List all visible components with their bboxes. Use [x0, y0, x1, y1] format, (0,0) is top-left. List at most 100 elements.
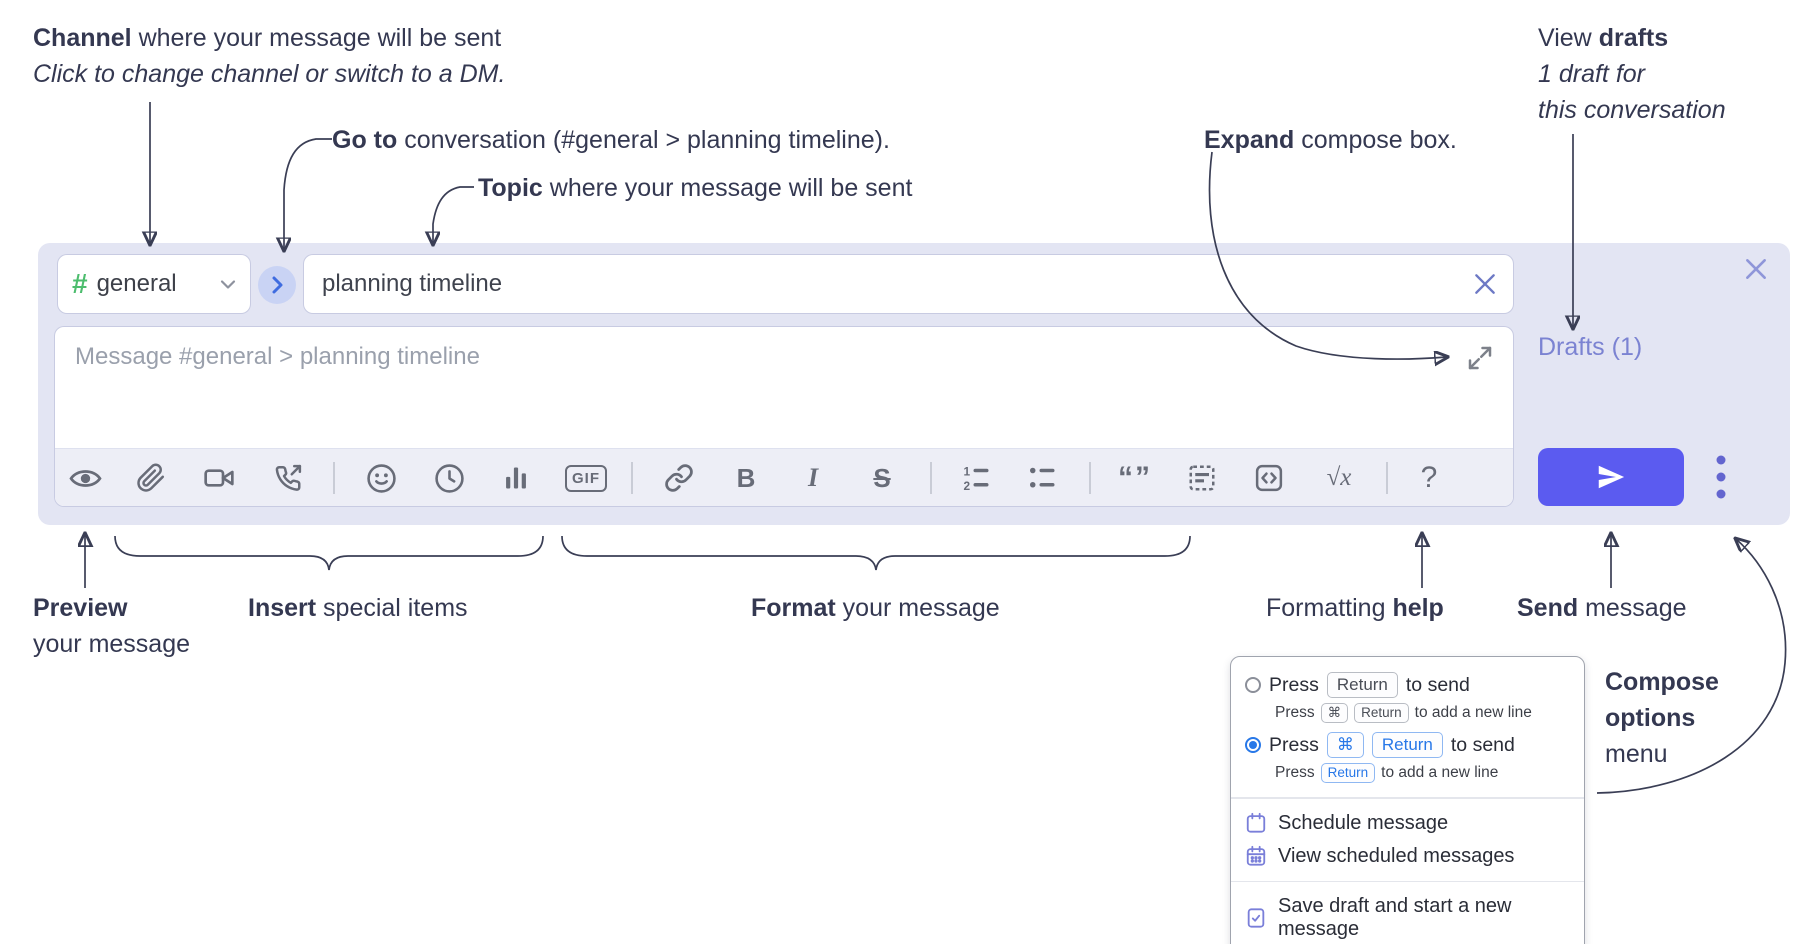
math-button[interactable]: √x	[1317, 456, 1361, 500]
toolbar-divider	[333, 462, 335, 494]
kbd-cmd: ⌘	[1326, 732, 1364, 758]
radio-unselected-icon[interactable]	[1245, 677, 1261, 693]
message-input[interactable]	[55, 327, 1513, 446]
annotation-channel: Channel where your message will be sent …	[33, 20, 505, 92]
radio-selected-icon[interactable]	[1245, 737, 1261, 753]
bar-chart-icon	[506, 467, 526, 489]
annotation-format: Format your message	[751, 594, 1000, 622]
chevron-down-icon	[220, 279, 236, 289]
kbd-return: Return	[1326, 672, 1398, 698]
annotation-topic: Topic where your message will be sent	[478, 174, 913, 202]
toolbar-divider	[930, 462, 932, 494]
global-time-button[interactable]	[427, 456, 471, 500]
code-icon	[1255, 464, 1283, 492]
arrow-topic	[433, 186, 474, 244]
phone-outgoing-icon	[275, 464, 302, 491]
calendar-icon	[1246, 812, 1266, 833]
option-enter-to-send[interactable]: Press Return to send	[1231, 669, 1584, 701]
annotation-channel-rest: where your message will be sent	[131, 24, 502, 52]
attach-file-button[interactable]	[129, 456, 173, 500]
message-formatting-help-button[interactable]: ?	[1407, 456, 1451, 500]
spoiler-button[interactable]	[1180, 456, 1224, 500]
strikethrough-button[interactable]: S	[860, 456, 904, 500]
annotation-view-drafts: View drafts 1 draft for this conversatio…	[1538, 24, 1726, 124]
video-camera-icon	[204, 469, 234, 487]
compose-box: # general	[38, 243, 1790, 525]
calendar-days-icon	[1246, 845, 1266, 866]
strikethrough-icon: S	[873, 462, 891, 493]
annotation-preview: Preview your message	[33, 594, 191, 658]
kbd-return: Return	[1320, 763, 1376, 783]
code-button[interactable]	[1247, 456, 1291, 500]
italic-button[interactable]: I	[791, 456, 835, 500]
voice-call-button[interactable]	[266, 456, 310, 500]
quote-icon: “”	[1118, 461, 1152, 494]
link-icon	[665, 464, 693, 492]
channel-selector[interactable]: # general	[58, 255, 250, 313]
spoiler-icon	[1189, 465, 1215, 491]
arrow-goto	[284, 138, 332, 250]
quote-button[interactable]: “”	[1113, 456, 1157, 500]
compose-options-menu-button[interactable]	[1703, 452, 1739, 502]
topic-input[interactable]	[304, 270, 1457, 298]
annotation-send: Send message	[1517, 594, 1687, 622]
video-call-button[interactable]	[197, 456, 241, 500]
message-area: GIF B I S 12	[55, 327, 1513, 506]
menu-item-save-draft[interactable]: Save draft and start a new message	[1231, 890, 1584, 944]
link-button[interactable]	[657, 456, 701, 500]
insert-brace	[114, 535, 544, 571]
vertical-dots-icon	[1716, 455, 1726, 499]
numbered-list-icon: 12	[964, 465, 989, 493]
annotation-channel-bold: Channel	[33, 24, 132, 52]
poll-button[interactable]	[494, 456, 538, 500]
preview-button[interactable]	[63, 456, 107, 500]
toolbar-divider	[631, 462, 633, 494]
annotation-goto: Go to conversation (#general > planning …	[332, 126, 890, 154]
topic-clear-button[interactable]	[1457, 256, 1513, 312]
clock-icon	[434, 463, 464, 493]
bulleted-list-button[interactable]	[1020, 456, 1064, 500]
bulleted-list-icon	[1030, 467, 1055, 488]
annotation-expand: Expand compose box.	[1204, 126, 1457, 154]
go-to-conversation-button[interactable]	[258, 266, 296, 304]
document-check-icon	[1247, 908, 1265, 928]
bold-button[interactable]: B	[724, 456, 768, 500]
option-enter-to-send-hint: Press ⌘ Return to add a new line	[1275, 703, 1532, 723]
channel-hash-icon: #	[72, 268, 88, 299]
menu-item-schedule-message[interactable]: Schedule message	[1231, 807, 1584, 840]
svg-text:2: 2	[964, 479, 971, 493]
drafts-link[interactable]: Drafts (1)	[1538, 333, 1643, 361]
option-cmd-enter-to-send-hint: Press Return to add a new line	[1275, 763, 1499, 783]
clear-x-icon	[1475, 274, 1495, 294]
smiley-icon	[366, 463, 396, 493]
menu-item-view-scheduled-messages[interactable]: View scheduled messages	[1231, 840, 1584, 873]
annotation-formatting-help: Formatting help	[1266, 594, 1444, 622]
bold-icon: B	[736, 462, 756, 493]
svg-text:1: 1	[964, 465, 971, 479]
close-icon	[1746, 259, 1766, 279]
kbd-cmd: ⌘	[1320, 703, 1349, 723]
gif-icon: GIF	[565, 464, 607, 492]
expand-compose-button[interactable]	[1463, 341, 1497, 375]
gif-button[interactable]: GIF	[564, 456, 608, 500]
expand-diagonal-icon	[1468, 346, 1492, 370]
annotation-channel-subtitle: Click to change channel or switch to a D…	[33, 60, 506, 88]
kbd-return: Return	[1371, 732, 1443, 758]
paperclip-icon	[137, 463, 165, 492]
emoji-button[interactable]	[359, 456, 403, 500]
topic-field	[304, 255, 1513, 313]
annotation-compose-options: Compose options menu	[1605, 668, 1719, 768]
toolbar-divider	[1089, 462, 1091, 494]
send-button[interactable]	[1538, 448, 1684, 506]
toolbar-divider	[1386, 462, 1388, 494]
format-brace	[561, 535, 1191, 571]
option-cmd-enter-to-send[interactable]: Press ⌘ Return to send	[1231, 729, 1584, 761]
compose-options-popup: Press Return to send Press ⌘ Return to a…	[1230, 656, 1585, 944]
compose-close-button[interactable]	[1740, 253, 1772, 285]
channel-name: general	[96, 270, 177, 297]
kbd-return: Return	[1354, 703, 1409, 723]
eye-icon	[68, 469, 102, 487]
